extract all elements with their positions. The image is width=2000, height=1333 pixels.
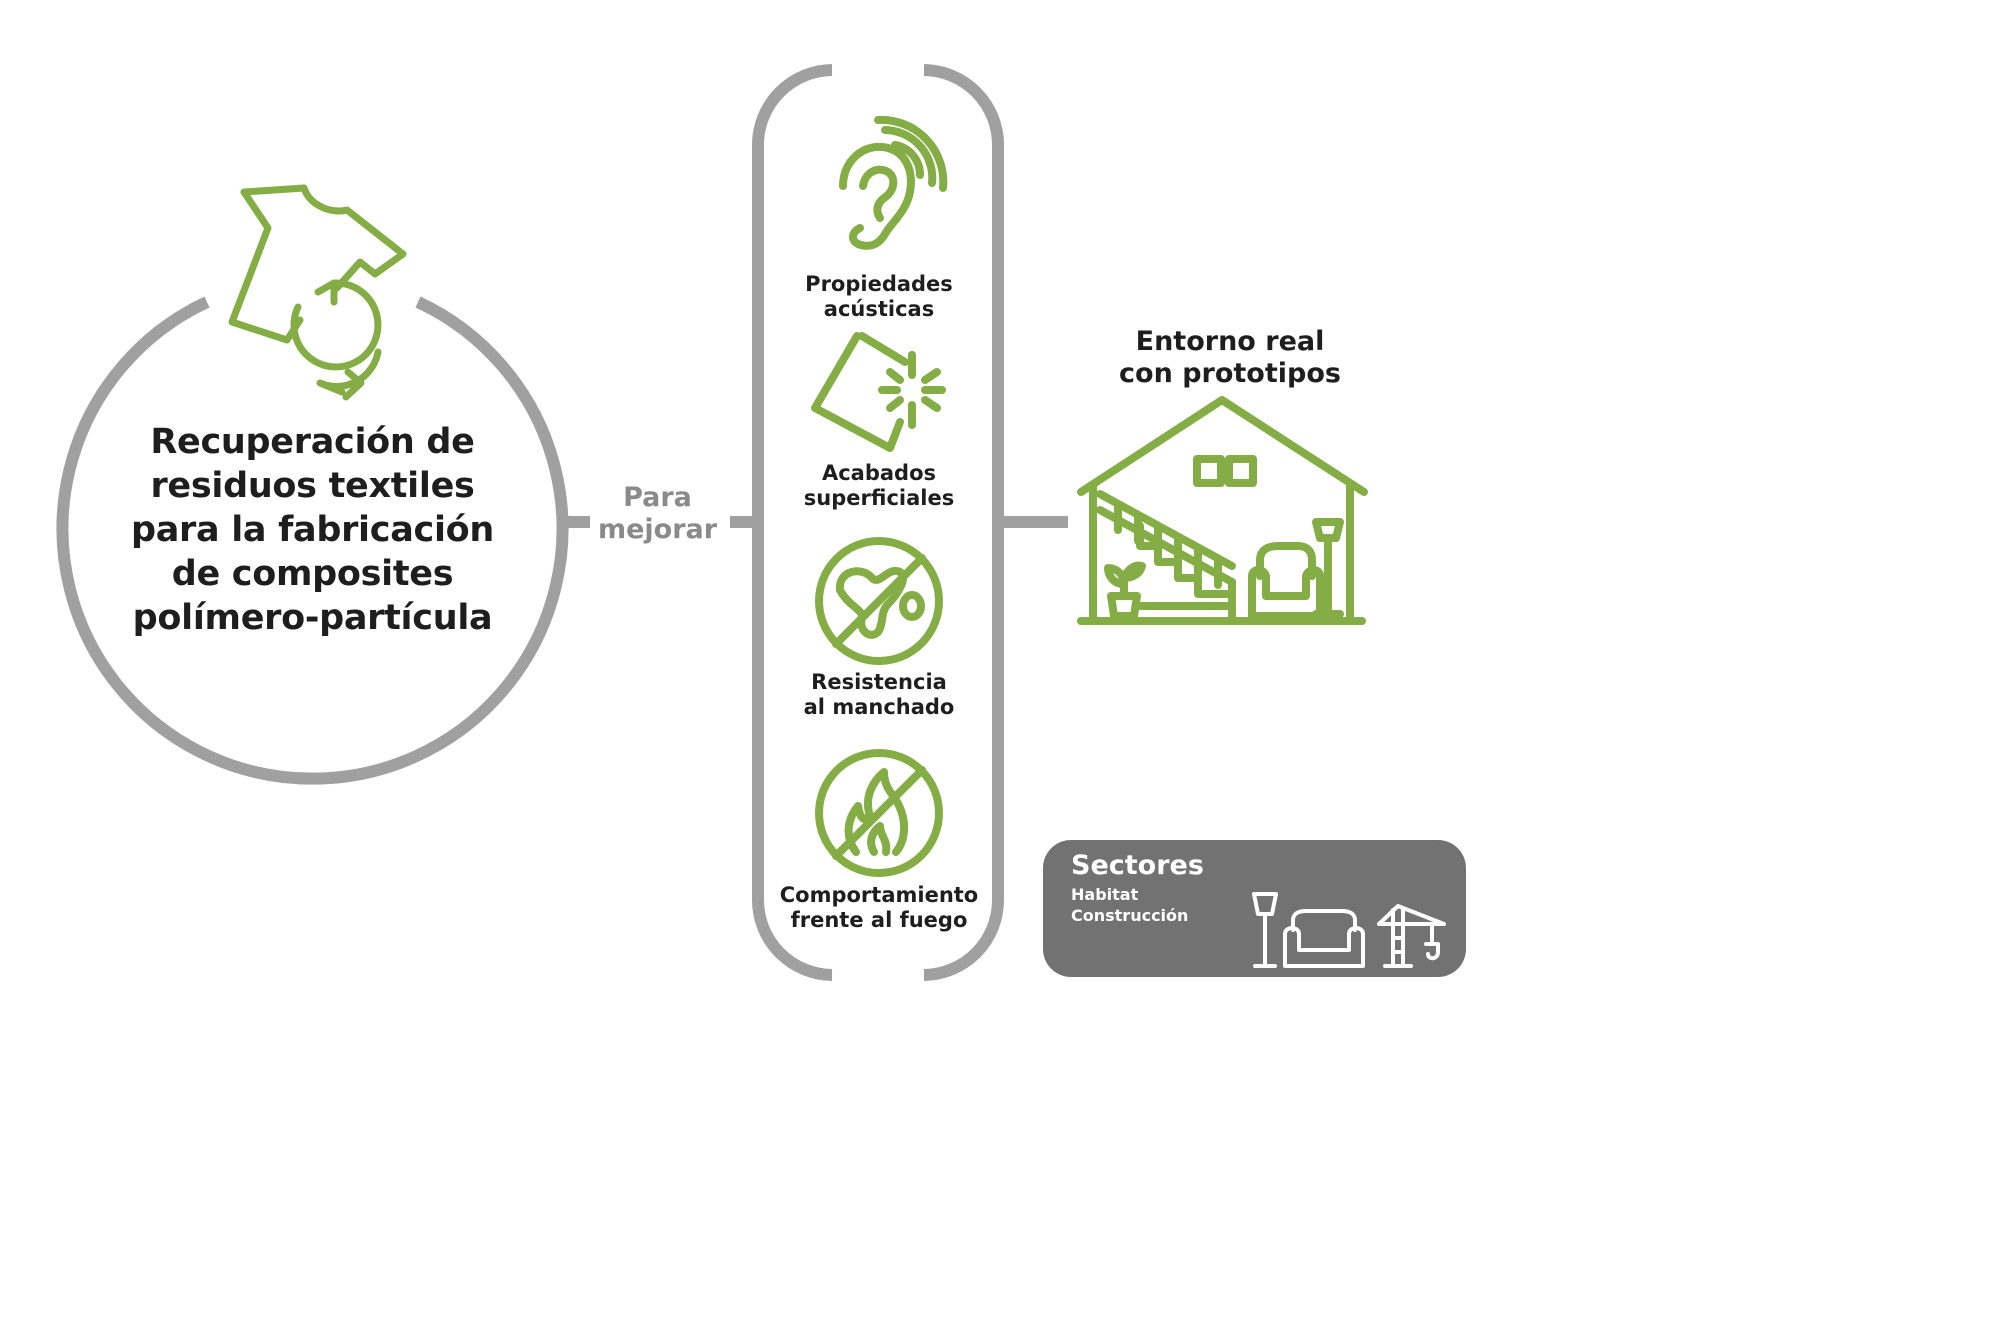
no-fire-icon <box>815 749 943 877</box>
sector-item-construction: Construcción <box>1071 906 1189 925</box>
sector-item-habitat: Habitat <box>1071 885 1139 904</box>
diagram-canvas <box>56 64 1368 981</box>
property-label-acoustic: Propiedades acústicas <box>805 272 953 321</box>
pill-container-right <box>923 64 1004 981</box>
no-stain-icon <box>815 537 943 665</box>
result-label: Entorno real con prototipos <box>1119 326 1341 389</box>
crane-icon <box>1377 904 1446 968</box>
sectors-title: Sectores <box>1071 850 1204 881</box>
ear-sound-icon <box>839 115 948 250</box>
diagram-page: Recuperación de residuos textiles para l… <box>56 64 1466 981</box>
armchair-icon <box>1283 909 1365 968</box>
connector-label: Para mejorar <box>597 482 718 545</box>
main-circle <box>56 296 569 785</box>
property-label-surface: Acabados superficiales <box>803 461 955 510</box>
surface-finish-icon <box>811 332 946 452</box>
house-interior-icon <box>1077 396 1368 625</box>
tshirt-recycle-icon <box>228 184 407 401</box>
pill-container-left <box>752 64 833 981</box>
floor-lamp-icon <box>1252 892 1278 968</box>
main-title: Recuperación de residuos textiles para l… <box>130 422 495 638</box>
property-label-fire: Comportamiento frente al fuego <box>779 883 979 932</box>
property-label-stain: Resistencia al manchado <box>803 670 955 719</box>
sector-icons-layer <box>1252 892 1446 968</box>
